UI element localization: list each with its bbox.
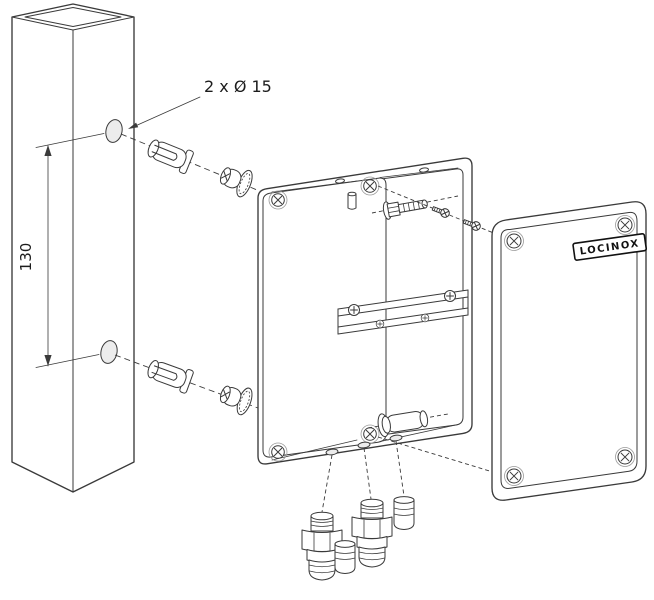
top-knockout-1 [335, 178, 345, 184]
cover-screw-4 [504, 466, 524, 486]
box-back-wall [262, 177, 387, 458]
cover-outline [491, 201, 647, 501]
threaded-stud [347, 191, 357, 210]
blind-cap-right [393, 496, 415, 530]
dimension-annotation: 130 [17, 133, 105, 368]
cover-screw-3 [615, 447, 635, 467]
cover-screw-2 [615, 215, 635, 235]
fixing-screw-bottom [216, 379, 256, 418]
cover-alignment-line-top [377, 185, 507, 239]
expansion-plug-top [144, 135, 195, 175]
bottom-knockout-3 [389, 434, 403, 442]
fastener-axis-bottom [114, 354, 259, 409]
post-top-opening [24, 7, 122, 27]
box-mounting-screw-1 [268, 190, 288, 210]
adjustment-bolt [382, 199, 428, 220]
cover: LOCINOX [491, 201, 648, 501]
cover-screw-1 [504, 231, 524, 251]
cover-face [500, 211, 638, 489]
box-mounting-screw-2 [360, 176, 380, 196]
bottom-knockout-2 [357, 441, 371, 449]
mounting-rail [337, 289, 469, 335]
square-post [11, 3, 135, 493]
rail-screw-mid-2 [420, 313, 430, 323]
mounting-hole-top [105, 119, 123, 143]
gland-alignment-line-1 [321, 454, 333, 513]
hole-diameter-label: 2 x Ø 15 [204, 77, 272, 96]
mounting-hole-bottom [100, 340, 118, 364]
rail-screw-mid-1 [375, 319, 385, 329]
dimension-arrow-down [44, 355, 52, 366]
box-corner-edge-2 [379, 167, 459, 178]
blind-cap-front [334, 540, 356, 574]
rail-screw-left [348, 304, 360, 316]
fixing-screw-top [215, 160, 256, 200]
top-knockout-2 [419, 167, 429, 173]
rail-screw-right [444, 290, 456, 302]
lock-barrel [377, 410, 429, 438]
leader-arrow [128, 122, 139, 129]
cable-gland-right [351, 498, 393, 568]
gland-alignment-line-3 [395, 440, 405, 497]
hole-diameter-annotation: 2 x Ø 15 [128, 77, 272, 129]
dimension-label: 130 [17, 243, 35, 272]
brand-plate: LOCINOX [572, 233, 648, 261]
leader-line [132, 96, 201, 128]
back-box [257, 157, 473, 465]
fastener-axis-top [120, 133, 263, 193]
gland-alignment-line-2 [363, 447, 372, 500]
expansion-plug-bottom [144, 355, 195, 395]
box-mounting-screw-4 [268, 442, 288, 462]
dimension-arrow-up [44, 145, 52, 156]
extension-line-bottom [35, 354, 100, 368]
extension-line-top [35, 133, 105, 148]
box-corner-edge-4 [271, 439, 358, 461]
cover-alignment-line-bottom [377, 436, 507, 477]
bottom-knockout-1 [325, 448, 339, 456]
